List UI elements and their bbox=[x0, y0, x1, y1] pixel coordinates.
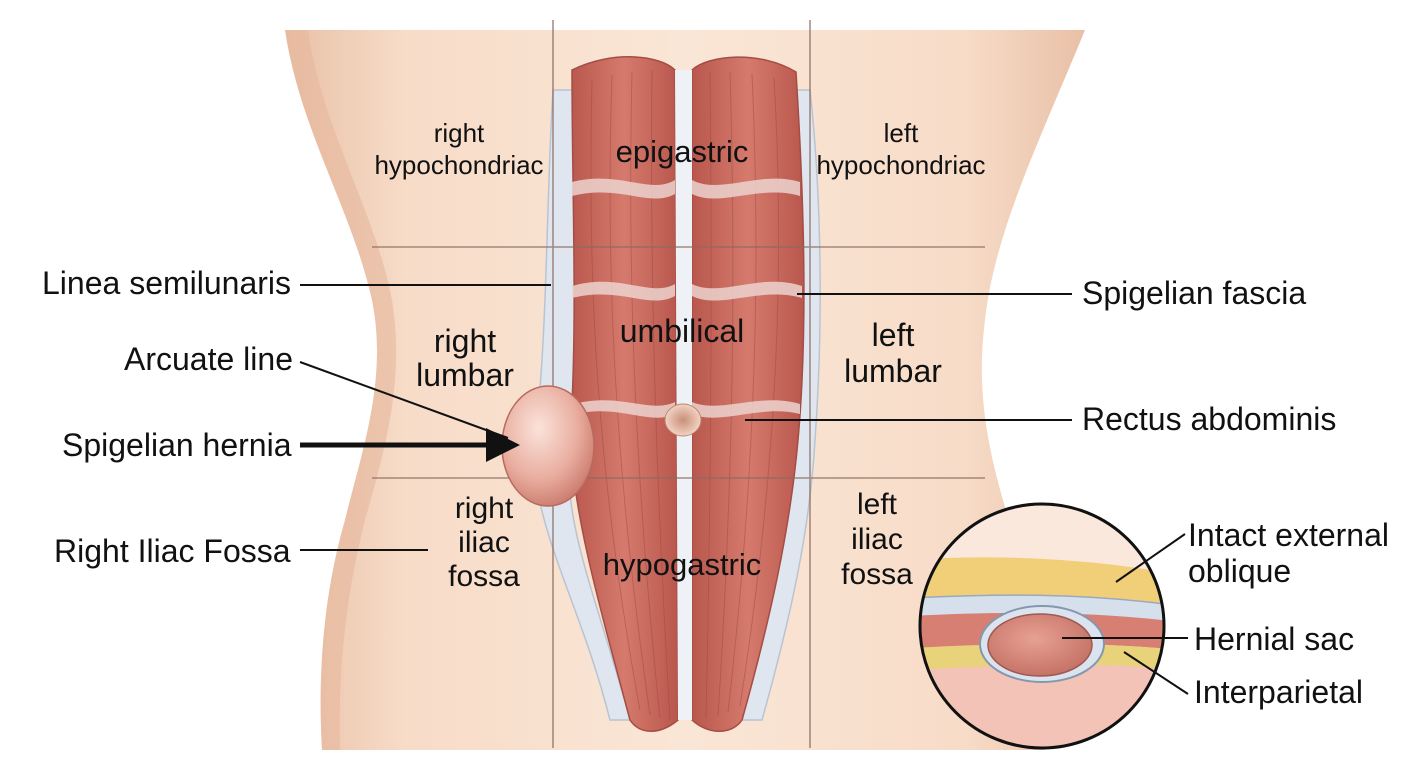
right-rectus bbox=[569, 56, 679, 732]
left-rectus bbox=[691, 56, 805, 732]
region-right-lumbar-line2: lumbar bbox=[416, 357, 514, 393]
callout-spigelian-hernia: Spigelian hernia bbox=[62, 427, 292, 463]
region-left-iliac-line3: fossa bbox=[841, 558, 913, 591]
inset-hernial-sac bbox=[987, 613, 1093, 677]
left-flank-shadow bbox=[285, 30, 397, 750]
inset-label-external-oblique-line2: oblique bbox=[1188, 553, 1291, 589]
region-right-iliac-line1: right bbox=[455, 492, 514, 525]
region-left-lumbar-line2: lumbar bbox=[844, 353, 942, 389]
region-left-hypochondriac-line2: hypochondriac bbox=[816, 150, 985, 180]
rectus-abdominis-muscle bbox=[569, 56, 805, 732]
leader-interparietal bbox=[1123, 651, 1189, 695]
linea-alba bbox=[675, 70, 692, 720]
callout-arcuate-line: Arcuate line bbox=[124, 341, 293, 377]
arrow-spigelian-hernia-head bbox=[486, 428, 520, 462]
region-umbilical: umbilical bbox=[620, 313, 744, 349]
inset-border bbox=[918, 502, 1166, 750]
region-left-iliac-line2: iliac bbox=[851, 523, 903, 556]
leader-external-oblique bbox=[1115, 533, 1186, 583]
callout-linea-semilunaris: Linea semilunaris bbox=[42, 265, 291, 301]
region-right-hypochondriac-line1: right bbox=[434, 118, 485, 148]
umbilicus bbox=[664, 403, 702, 437]
region-grid bbox=[372, 20, 985, 748]
region-hypogastric: hypogastric bbox=[603, 547, 762, 582]
tendinous-intersections bbox=[572, 178, 802, 418]
inset-label-external-oblique-line1: Intact external bbox=[1188, 517, 1389, 553]
region-right-iliac-line2: iliac bbox=[458, 526, 510, 559]
muscle-fibers bbox=[590, 69, 780, 721]
region-left-hypochondriac-line1: left bbox=[884, 118, 919, 148]
inset-label-hernial-sac: Hernial sac bbox=[1194, 621, 1354, 657]
callout-rectus-abdominis: Rectus abdominis bbox=[1082, 401, 1336, 437]
callout-right-iliac-fossa: Right Iliac Fossa bbox=[54, 533, 291, 569]
region-left-iliac-line1: left bbox=[857, 488, 898, 521]
region-left-lumbar-line1: left bbox=[872, 317, 915, 353]
leader-arcuate-line bbox=[299, 361, 509, 439]
region-right-lumbar-line1: right bbox=[434, 323, 496, 359]
region-right-iliac-line3: fossa bbox=[448, 560, 520, 593]
callout-spigelian-fascia: Spigelian fascia bbox=[1082, 275, 1306, 311]
region-right-hypochondriac-line2: hypochondriac bbox=[374, 150, 543, 180]
region-epigastric: epigastric bbox=[616, 134, 749, 169]
callouts: Linea semilunaris Arcuate line Spigelian… bbox=[42, 265, 1336, 569]
cross-section-inset: Intact external oblique Hernial sac Inte… bbox=[918, 502, 1389, 750]
inset-label-interparietal: Interparietal bbox=[1194, 674, 1363, 710]
region-labels: right hypochondriac epigastric left hypo… bbox=[374, 118, 985, 593]
